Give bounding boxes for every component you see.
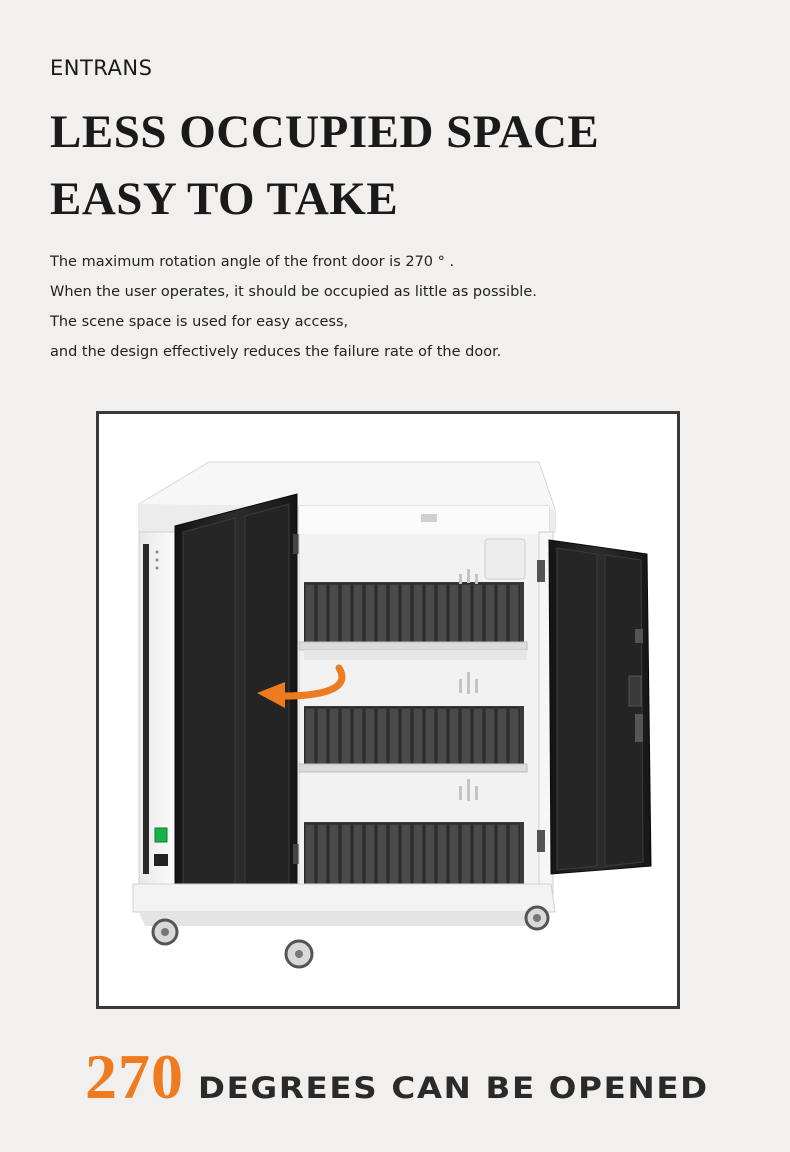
caster-wheels (151, 905, 550, 969)
shelf-bottom (299, 822, 529, 892)
orange-curved-arrow-icon (257, 664, 346, 708)
rotation-caption: 270 DEGREES CAN BE OPENED (85, 1040, 707, 1114)
cabinet-left-side (138, 531, 176, 893)
charging-cabinet-illustration (132, 461, 652, 969)
description-line-4: and the design effectively reduces the f… (50, 344, 502, 360)
shelf-middle (298, 706, 528, 773)
power-socket-icon (154, 854, 168, 866)
shelf-top (298, 582, 528, 660)
left-door (174, 493, 299, 903)
right-door (537, 539, 652, 875)
rotation-caption-text: DEGREES CAN BE OPENED (198, 1071, 709, 1105)
green-power-switch-icon (154, 827, 168, 843)
description: The maximum rotation angle of the front … (50, 250, 537, 370)
cabinet-base (132, 883, 556, 926)
brand-name: ENTRANS (50, 56, 153, 80)
description-line-1: The maximum rotation angle of the front … (50, 254, 455, 270)
product-image-frame (96, 411, 680, 1009)
vent-holes (459, 569, 478, 801)
description-line-3: The scene space is used for easy access, (50, 314, 349, 330)
description-line-2: When the user operates, it should be occ… (50, 284, 537, 300)
headline-line-1: LESS OCCUPIED SPACE (50, 106, 600, 158)
rotation-degrees-number: 270 (85, 1041, 184, 1112)
headline-line-2: EASY TO TAKE (50, 173, 399, 225)
